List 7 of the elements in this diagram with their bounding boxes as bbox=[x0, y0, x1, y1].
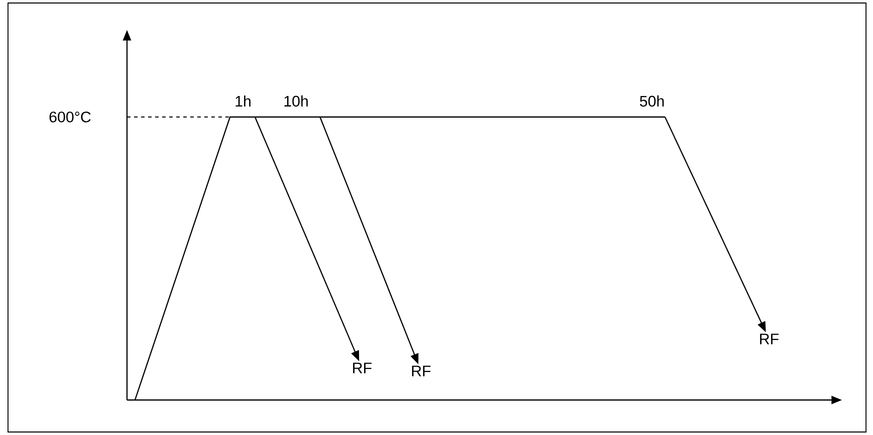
rf-label: RF bbox=[353, 362, 372, 374]
temperature-label: 600°C bbox=[50, 112, 91, 122]
time-label: 1h bbox=[236, 95, 250, 106]
time-label: 10h bbox=[284, 95, 308, 107]
time-label: 50h bbox=[640, 95, 664, 107]
rf-label: RF bbox=[760, 334, 779, 344]
rf-label: RF bbox=[412, 366, 431, 376]
